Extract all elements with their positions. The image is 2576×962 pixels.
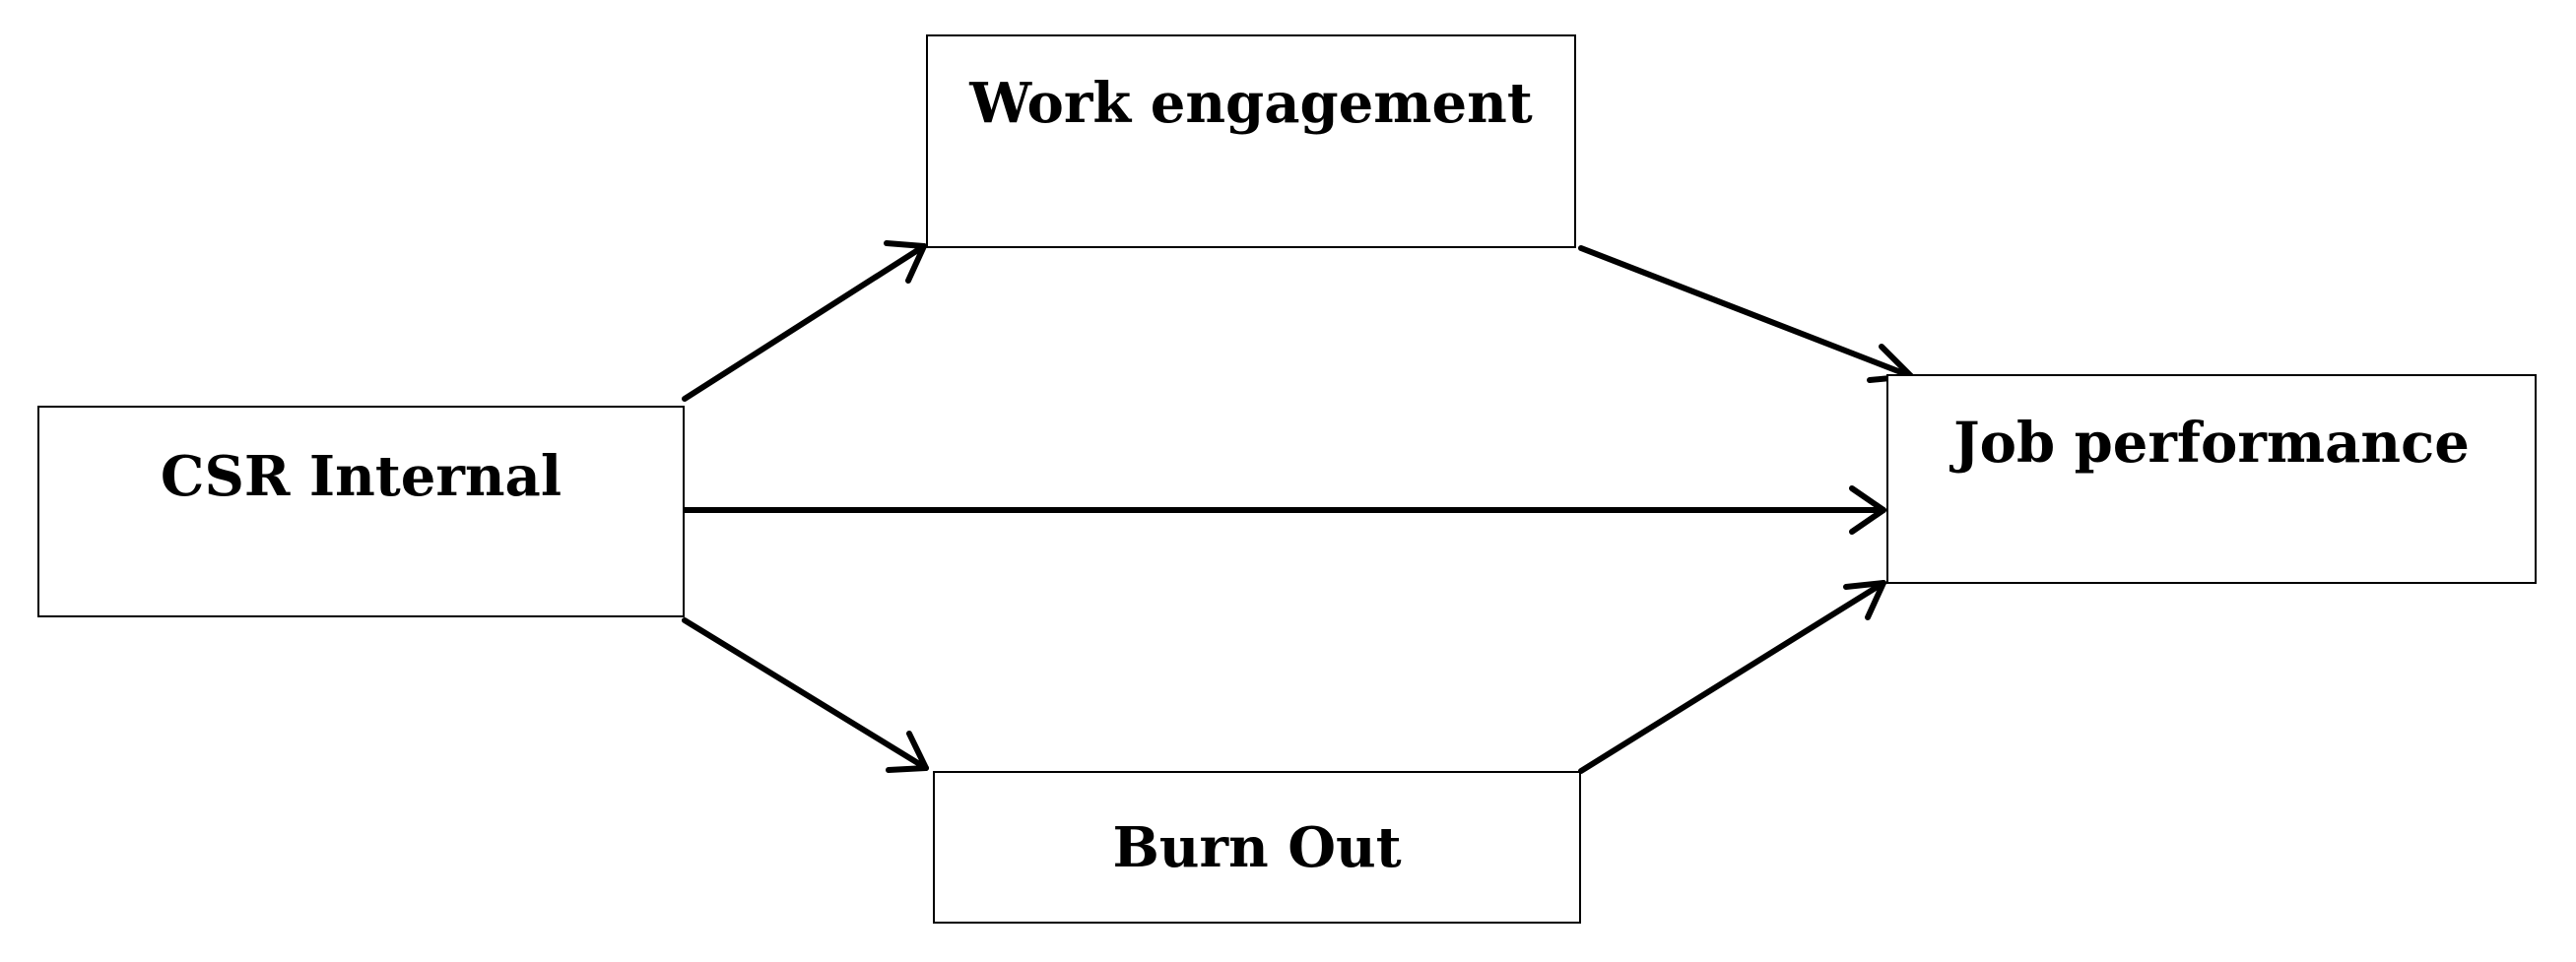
arrow-csr-to-work-engagement [682,243,927,402]
node-label-csr-internal: CSR Internal [160,444,562,509]
node-job-performance: Job performance [1886,374,2537,584]
arrowhead-job-performance-direct [1849,485,1886,535]
arrow-burn-out-to-job-performance [1578,580,1886,774]
node-burn-out: Burn Out [933,771,1581,924]
node-label-work-engagement: Work engagement [969,71,1533,136]
node-label-burn-out: Burn Out [1112,814,1402,880]
node-csr-internal: CSR Internal [37,406,685,617]
arrowhead-work-engagement [884,240,927,284]
node-label-job-performance: Job performance [1953,411,2470,476]
arrow-csr-to-burn-out [682,617,929,771]
arrowhead-from-burn-out [1843,580,1886,620]
node-work-engagement: Work engagement [926,34,1576,248]
arrow-work-engagement-to-job-performance [1578,245,1914,379]
arrowhead-burn-out [886,731,929,773]
